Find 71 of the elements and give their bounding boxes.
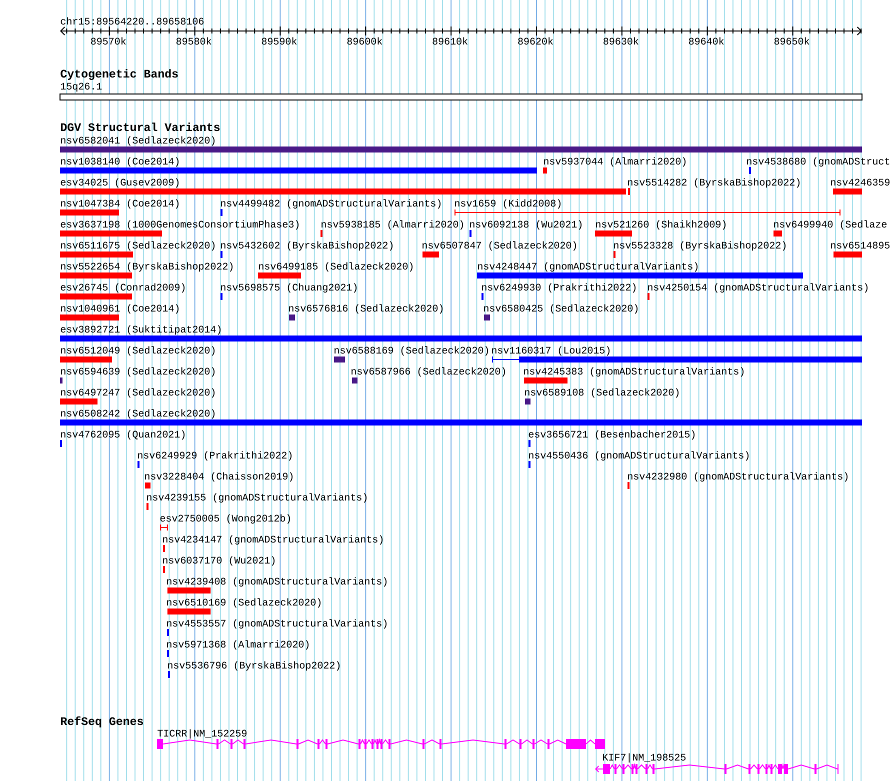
variant-label: nsv5523328 (ByrskaBishop2022) [614,241,786,251]
variant-label: nsv6092138 (Wu2021) [470,220,582,230]
variant-label: nsv4250154 (gnomADStructuralVariants) [648,283,868,293]
tick-label: 89580k [176,37,212,45]
tick-label: 89620k [518,37,553,45]
variant-label: nsv5971368 (Almarri2020) [167,640,309,650]
variant-label: nsv3228404 (Chaisson2019) [145,472,293,482]
variant-label: esv2750005 (Wong2012b) [160,514,290,524]
band-label: 15q26.1 [60,82,102,92]
variant-label: nsv5698575 (Chuang2021) [221,283,357,293]
tick-label: 89600k [347,37,382,45]
tick-label: 89640k [688,37,724,45]
variant-label: nsv6499940 (Sedlaze [774,220,887,230]
variant-label: nsv5514282 (ByrskaBishop2022) [628,178,800,188]
track-heading: Cytogenetic Bands [60,69,178,80]
gene-label: TICRR|NM_152259 [158,729,247,739]
track-heading: DGV Structural Variants [60,122,220,132]
tick-label: 89570k [91,37,126,45]
variant-label: nsv5536796 (ByrskaBishop2022) [168,661,340,671]
variant-label: nsv521260 (Shaikh2009) [596,220,726,230]
variant-label: nsv6507847 (Sedlazeck2020) [422,241,576,251]
variant-label: nsv6594639 (Sedlazeck2020) [61,367,215,377]
variant-label: nsv6589108 (Sedlazeck2020) [525,388,679,398]
variant-label: nsv6580425 (Sedlazeck2020) [484,304,638,314]
variant-label: nsv6508242 (Sedlazeck2020) [61,409,215,419]
variant-label: nsv1047384 (Coe2014) [61,199,179,209]
variant-label: nsv6249930 (Prakrithi2022) [482,283,636,293]
variant-label: nsv1040961 (Coe2014) [61,304,179,314]
variant-label: nsv1160317 (Lou2015) [492,346,610,356]
tick-label: 89590k [262,37,297,45]
variant-label: nsv6588169 (Sedlazeck2020) [334,346,488,356]
tick-label: 89630k [604,37,638,45]
variant-label: nsv6037170 (Wu2021) [163,556,275,566]
variant-label: nsv5432602 (ByrskaBishop2022) [221,241,393,251]
variant-label: nsv4232980 (gnomADStructuralVariants) [628,472,848,482]
variant-label: esv3892721 (Suktitipat2014) [60,325,221,335]
variant-label: nsv6576816 (Sedlazeck2020) [289,304,443,314]
variant-label: nsv4234147 (gnomADStructuralVariants) [163,535,383,545]
variant-label: esv3637198 (1000GenomesConsortiumPhase3) [60,220,299,230]
track-heading: RefSeq Genes [61,716,144,728]
variant-label: nsv4538680 (gnomADStruct [747,157,890,167]
variant-label: nsv1038140 (Coe2014) [61,157,179,167]
coordinate-label: chr15:89564220..89658106 [60,17,204,25]
variant-label: nsv4239155 (gnomADStructuralVariants) [147,493,367,503]
variant-label: nsv5522654 (ByrskaBishop2022) [61,262,233,272]
tick-label: 89610k [432,37,468,45]
variant-label: nsv6249929 (Prakrithi2022) [138,451,292,461]
variant-label: nsv4239408 (gnomADStructuralVariants) [167,577,387,587]
variant-label: nsv5938185 (Almarri2020) [322,220,464,230]
variant-label: esv26745 (Conrad2009) [60,283,185,293]
variant-label: nsv4762095 (Quan2021) [61,430,185,440]
variant-label: nsv4550436 (gnomADStructuralVariants) [529,451,749,461]
variant-label: nsv6510169 (Sedlazeck2020) [167,598,321,608]
variant-label: nsv6512049 (Sedlazeck2020) [61,346,215,356]
variant-label: nsv6514895 [831,242,890,249]
variant-label: esv3656721 (Besenbacher2015) [528,430,695,440]
tick-label: 89650k [774,37,810,45]
variant-label: nsv6497247 (Sedlazeck2020) [61,388,215,398]
variant-label: nsv4246359 [831,178,890,186]
variant-label: nsv6499185 (Sedlazeck2020) [259,262,413,272]
variant-label: nsv6511675 (Sedlazeck2020) [61,241,215,251]
variant-label: nsv4248447 (gnomADStructuralVariants) [478,262,698,272]
variant-label: esv34025 (Gusev2009) [60,178,179,188]
variant-label: nsv5937044 (Almarri2020) [544,157,686,167]
variant-label: nsv6582041 (Sedlazeck2020) [61,136,215,146]
variant-label: nsv6587966 (Sedlazeck2020) [352,367,506,377]
gene-label: KIF7|NM_198525 [603,753,686,763]
variant-label: nsv4499482 (gnomADStructuralVariants) [221,199,441,209]
variant-label: nsv4553557 (gnomADStructuralVariants) [167,619,387,629]
variant-label: nsv1659 (Kidd2008) [455,199,561,209]
variant-label: nsv4245383 (gnomADStructuralVariants) [524,367,744,377]
